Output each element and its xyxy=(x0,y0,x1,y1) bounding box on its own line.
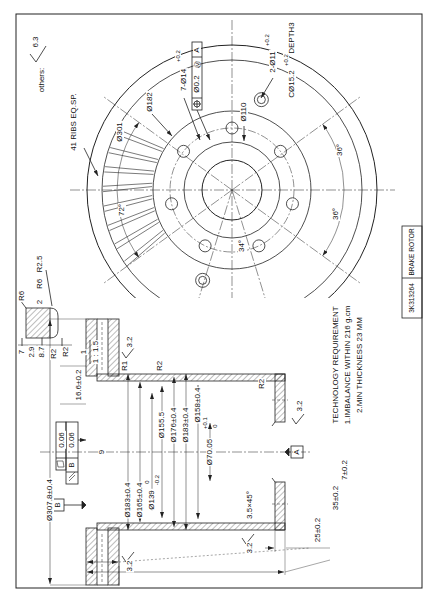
dimension-label: CØ15.2 xyxy=(288,69,296,99)
dimension-label: R6 xyxy=(36,278,44,290)
dimension-label: 3.2 xyxy=(126,335,134,348)
dimension-label: R2 xyxy=(156,360,164,372)
rib-line xyxy=(124,230,164,265)
dimension-label: Ø155.5 xyxy=(158,411,166,439)
drawing-lines xyxy=(16,14,422,588)
dimension-label: Ø139 xyxy=(148,489,156,511)
dimension-label: A xyxy=(193,46,201,53)
bolt-hole xyxy=(166,198,178,210)
dimension-label: 3.2 xyxy=(246,541,254,554)
bolt-hole xyxy=(178,145,190,157)
dimension-label: R6 xyxy=(18,290,26,302)
dimension-label: +0.2 xyxy=(283,53,289,67)
dimension-label: 34° xyxy=(238,239,246,253)
dimension-label: -0.2 xyxy=(154,474,160,486)
dimension-label: 8.7 xyxy=(38,345,46,358)
dimension-label: Ø183±0.4 xyxy=(182,406,190,443)
dimension-label: DEPTH3 xyxy=(288,21,296,55)
dimension-label: 0.06 xyxy=(68,431,76,449)
dimension-label: 25±0.2 xyxy=(314,517,322,543)
dimension-label: R1 xyxy=(121,360,129,372)
center-line xyxy=(232,190,279,298)
dimension-label: Ø301 xyxy=(116,121,124,143)
dimension-label: 36° xyxy=(332,207,340,221)
dimension-label: 3.5×45° xyxy=(246,490,254,520)
bolt-hole xyxy=(199,240,211,252)
detail-view xyxy=(18,270,90,364)
dimension-label: B xyxy=(54,501,62,508)
dimension-label: 0 xyxy=(144,479,150,484)
center-line xyxy=(103,190,232,284)
section-view xyxy=(40,319,330,586)
dimension-label: +0.1 xyxy=(202,416,208,430)
center-line xyxy=(103,96,232,190)
dimension-label: R2.5 xyxy=(36,255,44,274)
dimension-label: 16.6±0.2 xyxy=(75,368,83,401)
dimension-label: 1 : 1.5 xyxy=(92,340,100,364)
dimension-label: 3K313264 xyxy=(409,282,416,314)
rib-line xyxy=(104,167,154,175)
dimension-label: 36° xyxy=(336,143,344,157)
dimension-label: 0 xyxy=(212,423,218,428)
dimension-label: 2.MIN THICKNESS 23 MM xyxy=(356,316,364,414)
dimension-label: 6.3 xyxy=(32,35,40,48)
dimension-label: Ø183±0.4 xyxy=(124,481,132,518)
bolt-hole xyxy=(274,145,286,157)
dimension-label: A xyxy=(293,448,301,455)
dimension-label: 7±0.2 xyxy=(341,459,349,481)
title-block xyxy=(402,226,422,318)
dimension-label: 1 xyxy=(80,349,88,355)
center-line xyxy=(185,190,232,298)
dimension-label: Ø165±0.4 xyxy=(136,481,144,518)
rib-line xyxy=(103,183,152,191)
dimension-label: 41 RIBS EQ.SP. xyxy=(70,92,78,152)
rib-line xyxy=(109,148,159,163)
dimension-label: Ø110 xyxy=(240,102,248,123)
dimension-label: 7 xyxy=(18,349,26,355)
dimension-label: 3.2 xyxy=(126,559,134,572)
bolt-hole xyxy=(253,240,265,252)
dimension-label: 1.IMBALANCE WITHIN 216 g.cm xyxy=(344,305,352,426)
dimension-label: B xyxy=(68,461,76,468)
angle-arc xyxy=(323,124,344,256)
dimension-label: 2 xyxy=(36,299,44,305)
drawing-frame xyxy=(16,14,422,588)
dimension-label: Ø0.2 xyxy=(193,74,201,93)
dimension-label: BRAKE ROTOR xyxy=(409,227,416,276)
dimension-label: Ø70.05 xyxy=(206,438,214,466)
dimension-label: 72° xyxy=(118,203,126,217)
face-view xyxy=(70,20,395,298)
dimension-label: 0.06 xyxy=(58,431,66,449)
rib-line xyxy=(104,195,152,211)
counterbore xyxy=(254,93,268,107)
dimension-label: 2.9 xyxy=(28,345,36,358)
dimension-label: R2 xyxy=(258,378,266,390)
dimension-label: R2 xyxy=(50,348,58,360)
dimension-label: 7-Ø14 xyxy=(180,68,188,92)
dimension-label: Ø307.8±0.4 xyxy=(46,478,54,522)
bolt-hole xyxy=(286,198,298,210)
dimension-label: others: xyxy=(38,67,46,93)
dimension-label: R2 xyxy=(62,346,70,358)
dimension-label: 2-Ø11 xyxy=(269,50,277,74)
dimension-label: Ⓜ xyxy=(194,60,201,69)
dimension-label: 35±0.2 xyxy=(332,485,340,511)
center-line xyxy=(232,96,361,190)
screw-hole xyxy=(199,276,207,284)
dimension-label: Ø182 xyxy=(146,91,154,113)
rib-line xyxy=(108,208,155,231)
center-line xyxy=(232,190,361,284)
dimension-label: 3.2 xyxy=(296,399,304,412)
bolt-hole xyxy=(226,122,238,134)
dimension-label: TECHNOLOGY REQUIREMENT xyxy=(332,305,340,424)
dimension-label: Ø176±0.4 xyxy=(170,406,178,443)
dimension-label: 9 xyxy=(98,449,106,455)
dimension-label: +0.2 xyxy=(264,33,270,47)
dimension-label: Ø158±0.4 xyxy=(194,386,202,423)
dimension-label: +0.2 xyxy=(175,49,181,63)
